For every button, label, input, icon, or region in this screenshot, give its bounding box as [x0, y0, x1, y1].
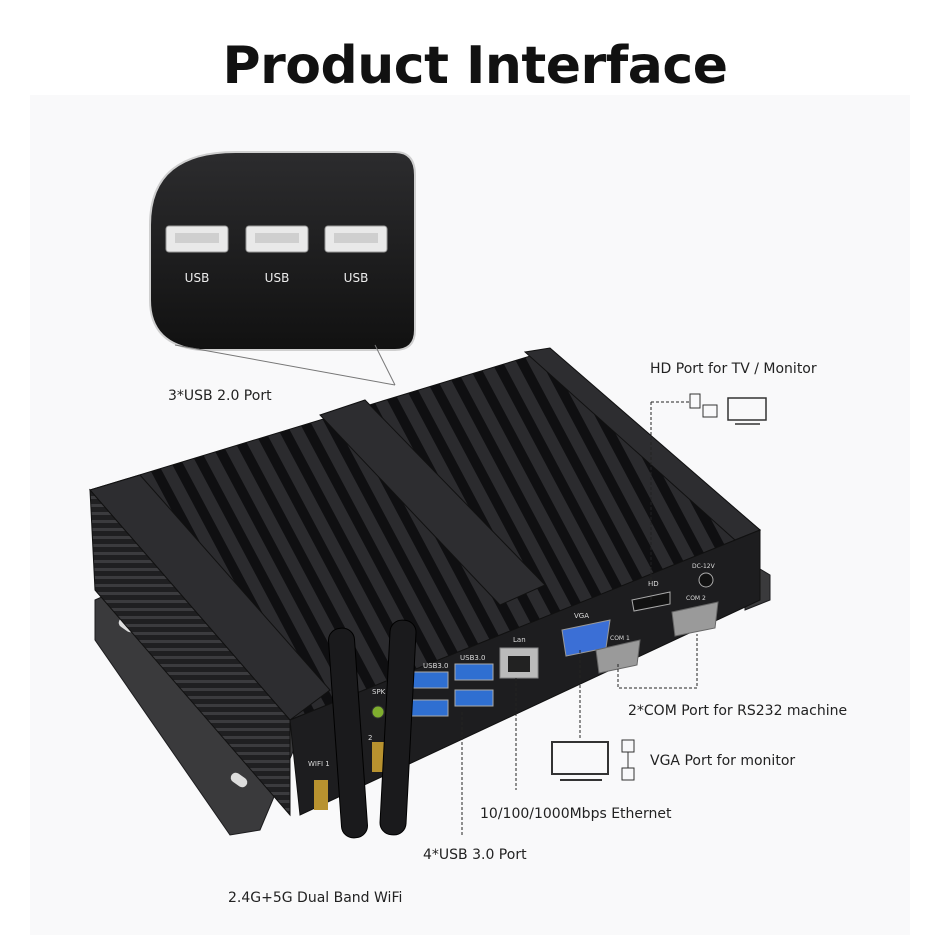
spk-marking: SPK	[372, 688, 386, 696]
com2-marking: COM 2	[686, 595, 706, 602]
wifi1-marking: WIFI 1	[308, 760, 330, 768]
hd-port	[631, 591, 671, 612]
vga-cable-icon	[621, 739, 635, 781]
wifi-antenna-2	[372, 619, 417, 836]
usb3-caption: 4*USB 3.0 Port	[423, 847, 527, 863]
vga-monitor-icon	[551, 741, 609, 781]
dc-jack	[698, 572, 714, 588]
usb3-marking-right: USB3.0	[460, 654, 486, 662]
usb2-label-3: USB	[344, 271, 369, 285]
com-port-caption: 2*COM Port for RS232 machine	[628, 703, 848, 719]
vga-port-caption: VGA Port for monitor	[650, 753, 796, 769]
usb2-caption: 3*USB 2.0 Port	[168, 388, 272, 404]
wifi-caption: 2.4G+5G Dual Band WiFi	[228, 890, 403, 906]
audio-jack	[371, 705, 385, 719]
com-callout-line	[617, 634, 698, 689]
ethernet-caption: 10/100/1000Mbps Ethernet	[480, 806, 672, 822]
usb2-label-1: USB	[185, 271, 210, 285]
callout-lines	[461, 401, 698, 835]
wifi2-marking: 2	[368, 734, 372, 742]
vga-marking: VGA	[574, 612, 589, 620]
page-title: Product Interface	[222, 36, 728, 96]
com2-port	[671, 601, 719, 637]
mini-pc: USB3.0 USB3.0 Lan VGA COM 1 COM 2 HD DC-…	[89, 347, 771, 839]
usb2-label-2: USB	[265, 271, 290, 285]
wifi-antenna-1	[314, 627, 368, 839]
monitor-icon	[727, 397, 767, 425]
usb2-port-2	[245, 225, 309, 253]
com1-port	[595, 639, 641, 674]
hd-cable-icon	[689, 393, 718, 418]
usb2-port-1	[165, 225, 229, 253]
usb2-port-3	[324, 225, 388, 253]
lan-marking: Lan	[513, 636, 526, 644]
usb2-inset: USB USB USB	[149, 150, 416, 386]
usb3-port-group-left	[409, 671, 449, 717]
lan-port	[499, 647, 539, 679]
usb3-port-group-right	[454, 663, 494, 707]
com1-marking: COM 1	[610, 635, 630, 642]
hd-port-caption: HD Port for TV / Monitor	[650, 361, 817, 377]
usb3-marking-left: USB3.0	[423, 662, 449, 670]
heatsink-side	[89, 488, 291, 817]
dc-marking: DC-12V	[692, 563, 716, 570]
hd-marking: HD	[648, 580, 659, 588]
